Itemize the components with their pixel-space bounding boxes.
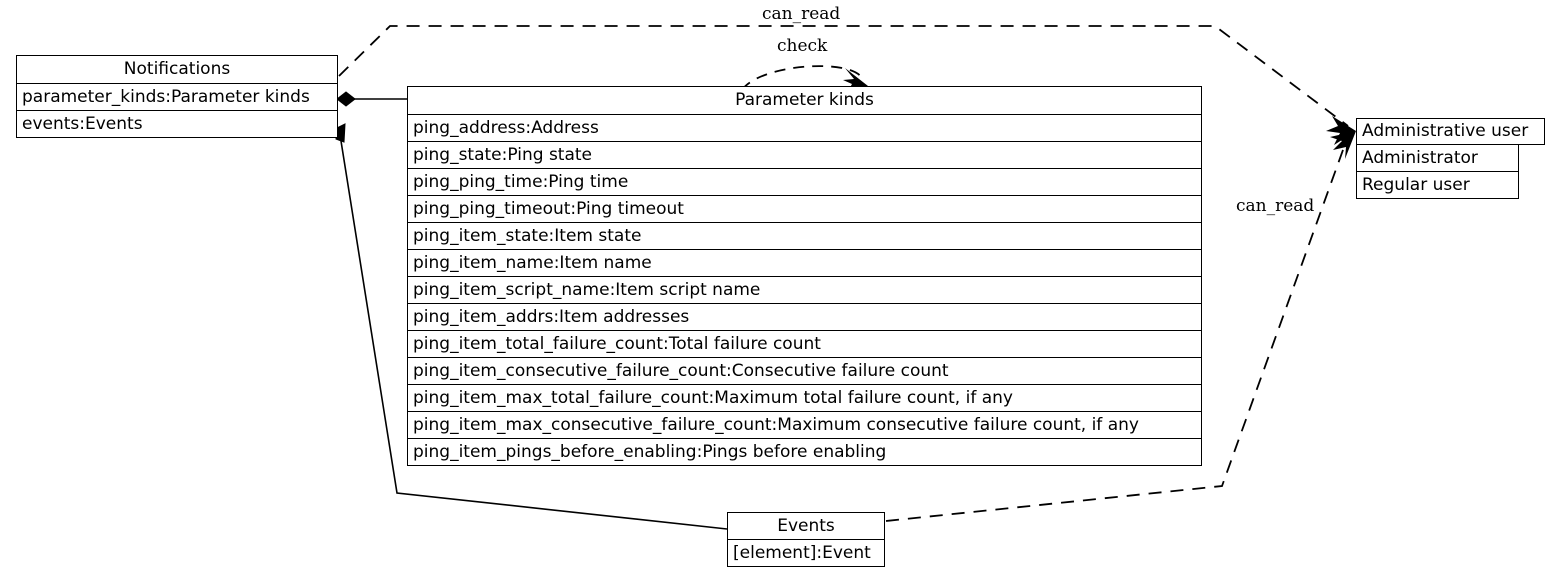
class-attribute: [element]:Event — [727, 539, 885, 567]
diamond-parameter-kinds — [336, 91, 356, 107]
class-box-events[interactable]: Events [element]:Event — [727, 512, 885, 567]
class-box-notifications[interactable]: Notifications parameter_kinds:Parameter … — [16, 55, 338, 138]
class-attribute: ping_item_max_consecutive_failure_count:… — [407, 411, 1202, 439]
class-attribute: ping_item_pings_before_enabling:Pings be… — [407, 438, 1202, 466]
class-attribute: ping_state:Ping state — [407, 141, 1202, 169]
class-attribute: Regular user — [1356, 171, 1519, 199]
class-attribute: ping_item_script_name:Item script name — [407, 276, 1202, 304]
class-attribute: Administrator — [1356, 144, 1519, 172]
class-attribute: ping_item_total_failure_count:Total fail… — [407, 330, 1202, 358]
class-name-notifications: Notifications — [16, 55, 338, 84]
class-attribute: ping_item_addrs:Item addresses — [407, 303, 1202, 331]
class-attribute: ping_address:Address — [407, 114, 1202, 142]
class-name-parameter-kinds: Parameter kinds — [407, 86, 1202, 115]
class-attribute: ping_item_state:Item state — [407, 222, 1202, 250]
edge-composition-events — [340, 140, 728, 530]
arrowhead-can-read-right — [1330, 131, 1356, 159]
class-box-parameter-kinds[interactable]: Parameter kinds ping_address:Address pin… — [407, 86, 1202, 466]
edge-can-read-top — [338, 25, 1349, 127]
class-name-administrative-user: Administrative user — [1356, 118, 1545, 145]
edge-label-can-read-right: can_read — [1236, 196, 1315, 216]
class-attribute: events:Events — [16, 110, 338, 138]
class-attribute: ping_item_consecutive_failure_count:Cons… — [407, 357, 1202, 385]
edge-label-check: check — [777, 36, 828, 56]
class-attribute: ping_ping_timeout:Ping timeout — [407, 195, 1202, 223]
class-box-administrative-user[interactable]: Administrative user Administrator Regula… — [1356, 118, 1545, 199]
class-attribute: ping_item_max_total_failure_count:Maximu… — [407, 384, 1202, 412]
edge-check — [741, 65, 863, 91]
edge-can-read-right — [885, 135, 1349, 522]
edge-label-can-read-top: can_read — [762, 4, 841, 24]
class-attribute: parameter_kinds:Parameter kinds — [16, 83, 338, 111]
class-attribute: ping_item_name:Item name — [407, 249, 1202, 277]
class-name-events: Events — [727, 512, 885, 540]
class-attribute: ping_ping_time:Ping time — [407, 168, 1202, 196]
arrowhead-can-read-top — [1326, 116, 1356, 145]
